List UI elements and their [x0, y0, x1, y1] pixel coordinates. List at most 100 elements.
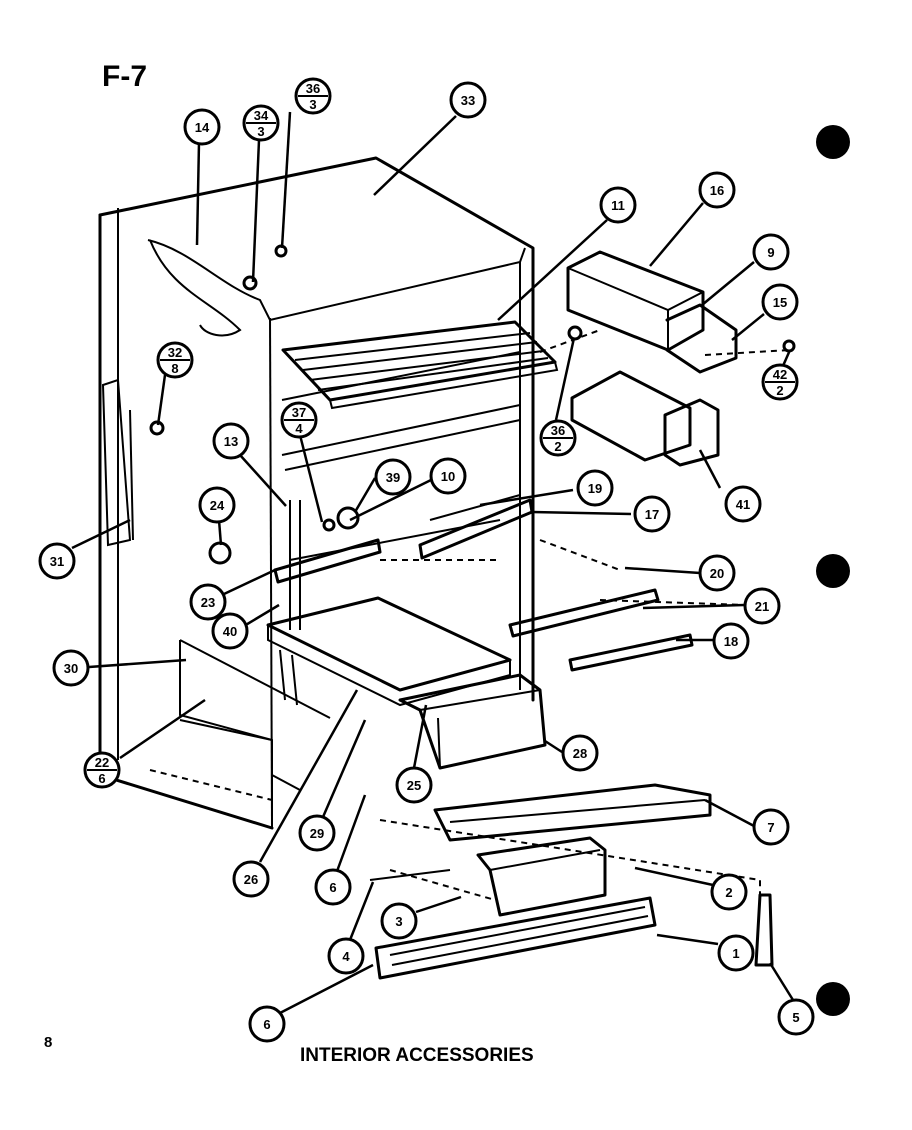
callout-37-bubble: 374: [280, 401, 318, 439]
svg-text:3: 3: [257, 124, 264, 139]
callout-28-bubble: 28: [561, 734, 599, 772]
svg-text:4: 4: [342, 949, 350, 964]
callout-17-bubble: 17: [633, 495, 671, 533]
callout-33-bubble: 33: [449, 81, 487, 119]
rails-and-brackets: [101, 244, 796, 672]
svg-text:5: 5: [792, 1010, 799, 1025]
callout-39-bubble: 39: [374, 458, 412, 496]
base-trim-assembly: [369, 783, 774, 980]
callout-32-bubble: 328: [156, 341, 194, 379]
figure-label: F-7: [102, 60, 147, 93]
callout-20-bubble: 20: [698, 554, 736, 592]
svg-text:31: 31: [50, 554, 64, 569]
callout-36-bubble-mid: 362: [539, 419, 577, 457]
callout-1-bubble: 1: [717, 934, 755, 972]
callout-26-bubble: 26: [232, 860, 270, 898]
callout-19-bubble: 19: [576, 469, 614, 507]
callout-15-bubble: 15: [761, 283, 799, 321]
callout-11-bubble: 11: [599, 186, 637, 224]
callout-6-bubble-lower: 6: [248, 1005, 286, 1043]
binder-hole-bottom: [816, 982, 850, 1016]
crisper-cover-shelf: [266, 596, 512, 707]
svg-text:2: 2: [554, 439, 561, 454]
callout-9-bubble: 9: [752, 233, 790, 271]
freezer-wire-shelf: [281, 320, 559, 410]
svg-text:2: 2: [776, 383, 783, 398]
svg-text:3: 3: [309, 97, 316, 112]
svg-text:25: 25: [407, 778, 421, 793]
svg-text:11: 11: [611, 198, 625, 213]
callout-3-bubble: 3: [380, 902, 418, 940]
svg-text:29: 29: [310, 826, 324, 841]
svg-text:14: 14: [195, 120, 210, 135]
callout-29-bubble: 29: [298, 814, 336, 852]
svg-text:37: 37: [292, 405, 306, 420]
svg-text:19: 19: [588, 481, 602, 496]
svg-text:28: 28: [573, 746, 587, 761]
binder-hole-top: [816, 125, 850, 159]
leader-lines: [71, 111, 795, 1015]
svg-text:10: 10: [441, 469, 455, 484]
svg-text:21: 21: [755, 599, 769, 614]
callout-36-bubble-top: 363: [294, 77, 332, 115]
svg-text:41: 41: [736, 497, 750, 512]
svg-text:20: 20: [710, 566, 724, 581]
callout-4-bubble: 4: [327, 937, 365, 975]
svg-text:42: 42: [773, 367, 787, 382]
callout-6-bubble-upper: 6: [314, 868, 352, 906]
svg-text:34: 34: [254, 108, 269, 123]
diagram-caption: INTERIOR ACCESSORIES: [300, 1045, 534, 1066]
callout-25-bubble: 25: [395, 766, 433, 804]
svg-text:40: 40: [223, 624, 237, 639]
svg-text:22: 22: [95, 755, 109, 770]
svg-text:1: 1: [732, 946, 739, 961]
callout-30-bubble: 30: [52, 649, 90, 687]
callout-18-bubble: 18: [712, 622, 750, 660]
svg-text:26: 26: [244, 872, 258, 887]
svg-text:3: 3: [395, 914, 402, 929]
svg-text:36: 36: [551, 423, 565, 438]
callout-2-bubble: 2: [710, 873, 748, 911]
callout-16-bubble: 16: [698, 171, 736, 209]
callout-14-bubble: 14: [183, 108, 221, 146]
svg-text:6: 6: [329, 880, 336, 895]
svg-text:13: 13: [224, 434, 238, 449]
callout-31-bubble: 31: [38, 542, 76, 580]
binder-hole-middle: [816, 554, 850, 588]
svg-text:9: 9: [767, 245, 774, 260]
svg-text:6: 6: [98, 771, 105, 786]
svg-text:16: 16: [710, 183, 724, 198]
svg-text:6: 6: [263, 1017, 270, 1032]
callout-5-bubble: 5: [777, 998, 815, 1036]
callout-13-bubble: 13: [212, 422, 250, 460]
callout-7-bubble: 7: [752, 808, 790, 846]
callout-42-bubble: 422: [761, 363, 799, 401]
callout-23-bubble: 23: [189, 583, 227, 621]
svg-text:24: 24: [210, 498, 225, 513]
svg-text:39: 39: [386, 470, 400, 485]
callout-22-bubble: 226: [83, 751, 121, 789]
svg-text:23: 23: [201, 595, 215, 610]
svg-text:32: 32: [168, 345, 182, 360]
svg-text:8: 8: [171, 361, 178, 376]
svg-text:7: 7: [767, 820, 774, 835]
svg-text:2: 2: [725, 885, 732, 900]
callout-24-bubble: 24: [198, 486, 236, 524]
callout-10-bubble: 10: [429, 457, 467, 495]
callout-41-bubble: 41: [724, 485, 762, 523]
callout-40-bubble: 40: [211, 612, 249, 650]
svg-text:15: 15: [773, 295, 787, 310]
svg-text:33: 33: [461, 93, 475, 108]
svg-text:36: 36: [306, 81, 320, 96]
crisper-drawer: [398, 673, 547, 770]
svg-text:4: 4: [295, 421, 303, 436]
svg-text:30: 30: [64, 661, 78, 676]
svg-text:17: 17: [645, 507, 659, 522]
ice-maker-assembly: [539, 250, 791, 467]
callout-34-bubble: 343: [242, 104, 280, 142]
page-number: 8: [44, 1034, 52, 1051]
callout-21-bubble: 21: [743, 587, 781, 625]
svg-text:18: 18: [724, 634, 738, 649]
